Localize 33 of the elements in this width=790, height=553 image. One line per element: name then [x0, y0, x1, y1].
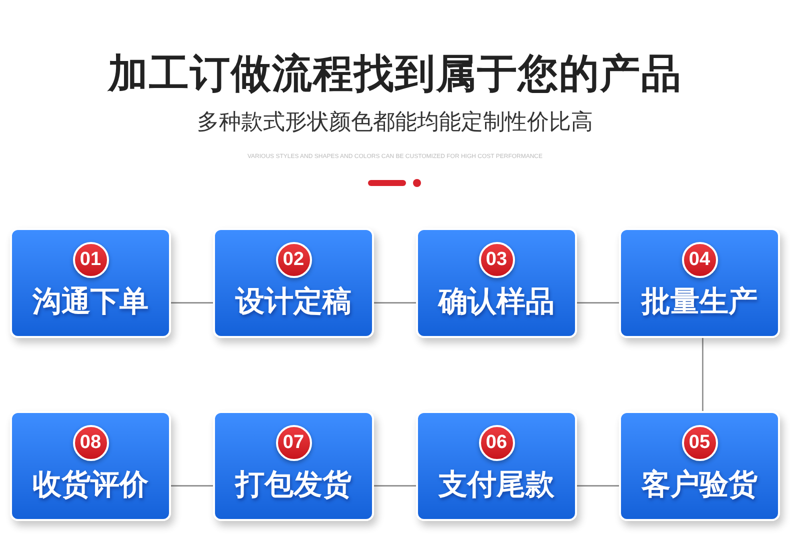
step-label: 设计定稿 — [236, 283, 352, 320]
connector-line — [374, 485, 416, 486]
step-label: 支付尾款 — [438, 466, 554, 503]
step-number-badge: 02 — [276, 242, 312, 278]
step-card — [619, 411, 780, 521]
step-card — [10, 228, 171, 338]
connector-line — [702, 338, 704, 411]
step-number-badge: 05 — [682, 425, 718, 461]
step-number-badge: 01 — [72, 242, 108, 278]
step-card — [213, 228, 374, 338]
step-label: 收货评价 — [32, 466, 148, 503]
connector-line — [374, 302, 416, 304]
step-label: 客户验货 — [642, 466, 758, 503]
step-label: 沟通下单 — [32, 283, 148, 320]
step-number-badge: 08 — [72, 425, 108, 461]
step-label: 打包发货 — [236, 466, 352, 503]
connector-line — [171, 485, 213, 486]
subtitle: 多种款式形状颜色都能均能定制性价比高 — [196, 109, 594, 137]
step-card — [619, 228, 780, 338]
step-label: 确认样品 — [438, 283, 554, 320]
title: 加工订做流程找到属于您的产品 — [106, 50, 683, 99]
step-number-badge: 04 — [682, 242, 718, 278]
step-card — [10, 411, 171, 521]
step-card — [416, 411, 577, 521]
step-card — [416, 228, 577, 338]
step-card — [213, 411, 374, 521]
connector-line — [171, 302, 213, 304]
connector-line — [577, 485, 619, 486]
connector-line — [577, 302, 619, 304]
step-number-badge: 07 — [276, 425, 312, 461]
step-number-badge: 06 — [478, 425, 514, 461]
step-number-badge: 03 — [478, 242, 514, 278]
step-label: 批量生产 — [642, 283, 758, 320]
